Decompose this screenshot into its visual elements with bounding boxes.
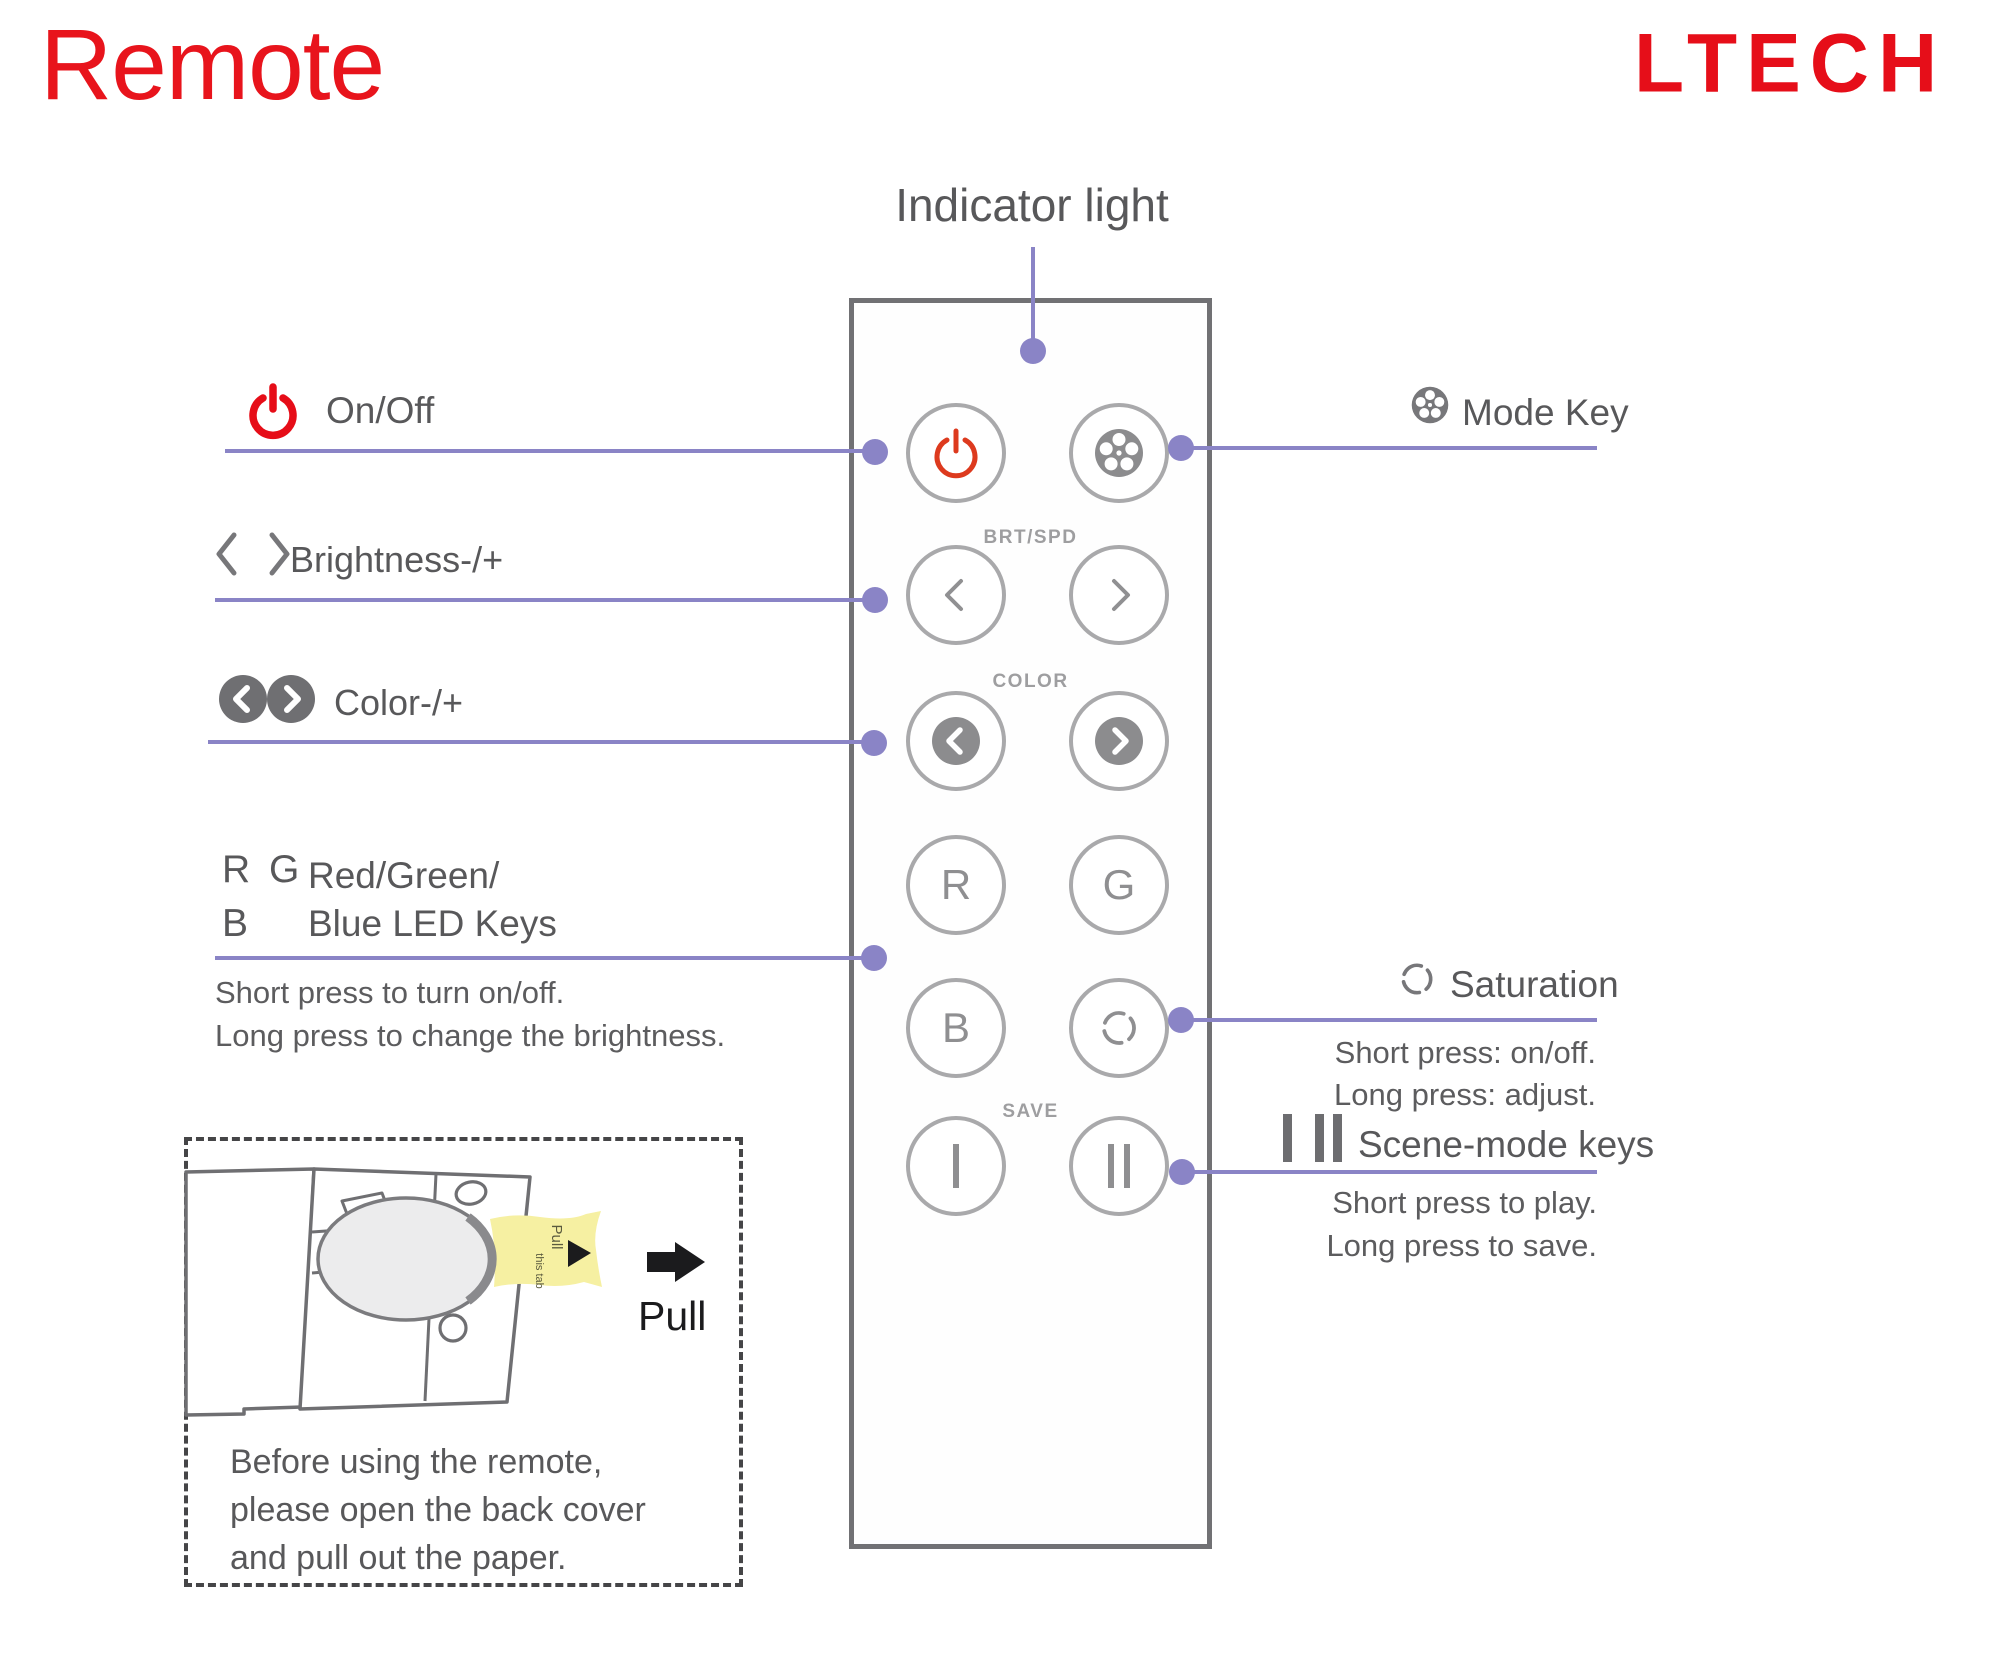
blue-key-letter: B (941, 1004, 970, 1051)
saturation-callout-line (1181, 1018, 1597, 1022)
mode-button[interactable] (1069, 403, 1169, 503)
scene-callout-dot (1169, 1159, 1195, 1185)
color-minus-button[interactable] (906, 691, 1006, 791)
indicator-light-dot (1020, 338, 1046, 364)
blue-key-button[interactable]: B (906, 978, 1006, 1078)
rgb-letters-rg: R G (222, 848, 304, 891)
saturation-loop-icon (1102, 1011, 1136, 1045)
color-callout-line (208, 740, 874, 744)
rgb-label-line2: Blue LED Keys (308, 903, 557, 944)
color-callout-dot (861, 730, 887, 756)
brt-spd-group-label: BRT/SPD (983, 527, 1078, 548)
battery-note-line3: and pull out the paper. (230, 1539, 567, 1577)
brightness-plus-button[interactable] (1069, 545, 1169, 645)
brightness-minus-button[interactable] (906, 545, 1006, 645)
filled-chevron-right-icon (1095, 717, 1143, 765)
scene-note1: Short press to play. (1332, 1185, 1597, 1220)
rgb-callout-line (215, 956, 874, 960)
chevron-left-icon (945, 579, 963, 611)
power-icon (249, 383, 297, 439)
save-group-label: SAVE (1002, 1101, 1059, 1122)
battery-pull-illustration: Pull this tab (184, 1167, 705, 1417)
rgb-letter-b: B (222, 902, 249, 945)
saturation-note2: Long press: adjust. (1334, 1077, 1596, 1112)
scene-bars-icon (1283, 1114, 1343, 1162)
scene-1-button[interactable] (906, 1116, 1006, 1216)
pull-tab-text-line1: Pull (548, 1224, 565, 1249)
pull-tab (490, 1211, 602, 1287)
saturation-label: Saturation (1450, 964, 1619, 1005)
power-button[interactable] (906, 403, 1006, 503)
onoff-callout-dot (862, 439, 888, 465)
filled-chevron-left-icon (932, 717, 980, 765)
red-key-letter: R (940, 861, 972, 908)
brightness-label: Brightness-/+ (290, 539, 504, 580)
rgb-note1: Short press to turn on/off. (215, 975, 565, 1010)
battery-instruction-box: Pull this tab Pull Before using the remo… (184, 1137, 743, 1587)
saturation-loop-icon (1401, 963, 1433, 995)
rgb-callout-dot (861, 945, 887, 971)
mode-callout-line (1181, 446, 1597, 450)
mode-key-label: Mode Key (1462, 392, 1629, 433)
remote-body: BRT/SPD COLOR R G (849, 298, 1212, 1549)
page-title: Remote (40, 9, 385, 121)
brightness-callout-dot (862, 587, 888, 613)
color-group-label: COLOR (992, 671, 1069, 692)
onoff-callout-line (225, 449, 875, 453)
scene-2-bars-icon (1108, 1144, 1130, 1188)
saturation-callout-dot (1168, 1007, 1194, 1033)
brand-logo: LTECH (1634, 17, 1947, 110)
battery-note-line1: Before using the remote, (230, 1443, 603, 1481)
brightness-callout-line (215, 598, 875, 602)
chevrons-left-right-icon (216, 532, 290, 576)
color-label: Color-/+ (334, 682, 464, 723)
film-reel-icon (1095, 429, 1143, 477)
power-icon (934, 428, 978, 479)
mode-callout-dot (1168, 435, 1194, 461)
scene-note2: Long press to save. (1326, 1228, 1597, 1263)
rgb-label-line1: Red/Green/ (308, 855, 500, 896)
chevron-right-icon (1112, 579, 1130, 611)
rgb-note2: Long press to change the brightness. (215, 1018, 726, 1053)
scene-2-button[interactable] (1069, 1116, 1169, 1216)
tab-arrow-icon (568, 1240, 591, 1267)
saturation-button[interactable] (1069, 978, 1169, 1078)
film-reel-icon (1411, 386, 1449, 424)
indicator-light-label: Indicator light (895, 179, 1169, 231)
green-key-button[interactable]: G (1069, 835, 1169, 935)
battery-note-line2: please open the back cover (230, 1491, 646, 1529)
pull-arrow-icon (647, 1242, 705, 1282)
saturation-note1: Short press: on/off. (1334, 1035, 1596, 1070)
scene-mode-label: Scene-mode keys (1358, 1124, 1655, 1165)
green-key-letter: G (1102, 861, 1136, 908)
pull-label: Pull (638, 1293, 707, 1339)
red-key-button[interactable]: R (906, 835, 1006, 935)
scene-1-bar-icon (953, 1144, 959, 1188)
filled-chevrons-left-right-icon (219, 675, 315, 723)
pull-tab-text-line2: this tab (533, 1253, 545, 1288)
scene-callout-line (1182, 1170, 1597, 1174)
indicator-callout-line (1031, 247, 1035, 350)
color-plus-button[interactable] (1069, 691, 1169, 791)
onoff-label: On/Off (326, 390, 435, 431)
